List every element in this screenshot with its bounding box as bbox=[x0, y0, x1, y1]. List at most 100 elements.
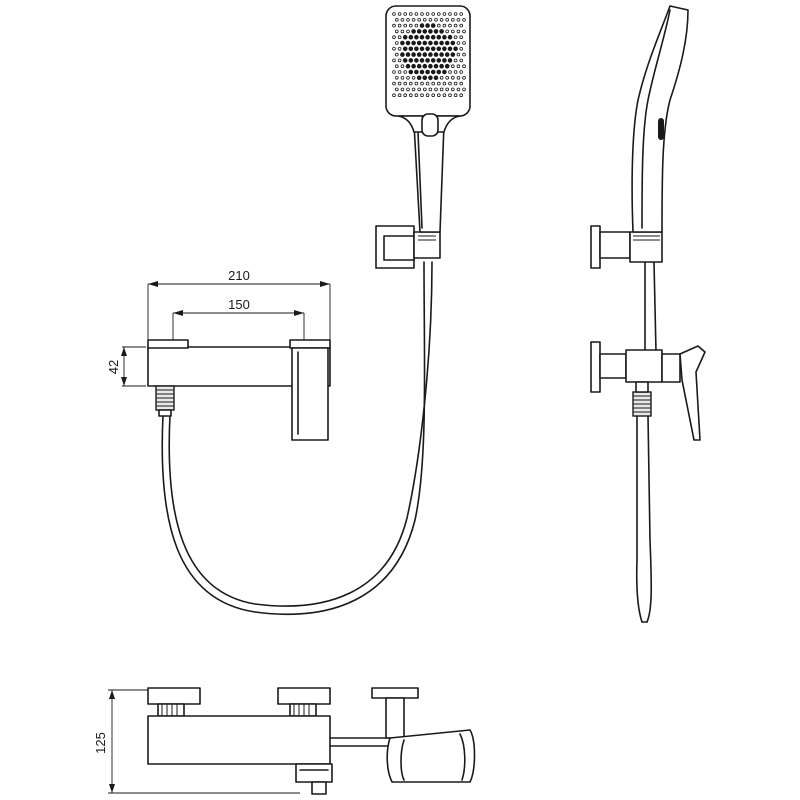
nozzle-dot bbox=[456, 76, 461, 80]
nozzle-dot bbox=[419, 23, 425, 28]
nozzle-dot bbox=[453, 46, 458, 52]
dimension-150: 150 bbox=[172, 297, 305, 345]
nozzle-dot bbox=[406, 17, 410, 22]
nozzle-dot bbox=[442, 81, 447, 86]
nozzle-dot bbox=[408, 23, 413, 28]
nozzle-dot bbox=[400, 17, 405, 22]
nozzle-dot bbox=[450, 64, 455, 68]
nozzle-dot bbox=[408, 34, 414, 40]
nozzle-dot bbox=[397, 70, 402, 74]
dimension-label-210: 210 bbox=[228, 268, 250, 283]
dimension-label-125: 125 bbox=[93, 732, 108, 754]
nozzle-dot bbox=[436, 69, 442, 75]
nozzle-dot bbox=[433, 63, 439, 69]
nozzle-dot bbox=[436, 93, 441, 97]
nozzle-dot bbox=[453, 23, 458, 28]
nozzle-dot bbox=[462, 64, 466, 68]
holder-post-bottom bbox=[385, 697, 405, 739]
nozzle-dot bbox=[405, 52, 411, 57]
nozzle-dot bbox=[448, 81, 452, 86]
dimension-label-150: 150 bbox=[228, 297, 250, 312]
nozzle-dot bbox=[416, 29, 422, 34]
wall-flange-top bbox=[590, 225, 601, 269]
nozzle-dot bbox=[442, 23, 447, 28]
nozzle-dot bbox=[456, 64, 461, 68]
nozzle-dot bbox=[400, 40, 405, 46]
nozzle-dot bbox=[416, 40, 422, 46]
nozzle-dot bbox=[400, 76, 405, 80]
nozzle-dot bbox=[433, 75, 439, 81]
nozzle-dot bbox=[422, 29, 428, 34]
nozzle-dot bbox=[439, 17, 444, 22]
nozzle-dot bbox=[402, 58, 408, 63]
nozzle-dot bbox=[397, 58, 402, 63]
nozzle-dot bbox=[411, 76, 416, 80]
nozzle-dot bbox=[397, 23, 402, 28]
nozzle-dot bbox=[433, 52, 439, 57]
nozzle-dot bbox=[425, 69, 430, 75]
nozzle-dot bbox=[442, 34, 447, 40]
nozzle-dot bbox=[422, 75, 428, 81]
nozzle-dot bbox=[453, 12, 458, 16]
nozzle-dot bbox=[456, 87, 461, 92]
nozzle-dot bbox=[419, 69, 425, 75]
nozzle-dot bbox=[405, 40, 411, 46]
nozzle-dot bbox=[459, 58, 464, 63]
nozzle-dot bbox=[444, 63, 450, 69]
nozzle-dot bbox=[422, 17, 427, 22]
nozzle-dot bbox=[439, 87, 444, 92]
nozzle-dot bbox=[459, 70, 464, 74]
nozzle-dot bbox=[462, 41, 466, 45]
nozzle-dot bbox=[436, 58, 442, 63]
nozzle-dot bbox=[411, 29, 416, 34]
nozzle-dot bbox=[459, 93, 464, 97]
nozzle-dot bbox=[403, 12, 408, 16]
nozzle-dot bbox=[431, 93, 436, 97]
nozzle-dot bbox=[414, 12, 419, 16]
nozzle-dot bbox=[431, 12, 436, 16]
nozzle-dot bbox=[411, 63, 416, 69]
nozzle-dot bbox=[392, 12, 396, 16]
nozzle-dot bbox=[436, 46, 442, 52]
nozzle-dot bbox=[450, 29, 455, 34]
nozzle-dot bbox=[456, 52, 461, 57]
dimension-42: 42 bbox=[106, 346, 146, 387]
nozzle-dot bbox=[419, 58, 425, 63]
nozzle-dot bbox=[434, 17, 438, 22]
nozzle-dot bbox=[462, 29, 466, 34]
nozzle-dot bbox=[414, 34, 419, 40]
nozzle-dot bbox=[408, 81, 413, 86]
nozzle-dot bbox=[445, 76, 450, 80]
nozzle-dot bbox=[403, 81, 408, 86]
nozzle-dot bbox=[456, 29, 461, 34]
nozzle-dot bbox=[442, 69, 447, 75]
nozzle-dot bbox=[392, 93, 396, 97]
nozzle-dot bbox=[397, 46, 402, 51]
nozzle-dot bbox=[453, 35, 458, 39]
nozzle-dot bbox=[394, 87, 399, 92]
nozzle-dot bbox=[462, 52, 466, 57]
nozzle-dot bbox=[462, 87, 466, 92]
cap-right bbox=[277, 687, 331, 705]
nozzle-dot bbox=[414, 81, 419, 86]
nozzle-dot bbox=[436, 12, 441, 16]
nozzle-dot bbox=[428, 40, 433, 46]
lever-bottom bbox=[295, 763, 333, 783]
bracket-holder bbox=[629, 231, 663, 263]
nozzle-dot bbox=[414, 46, 419, 52]
nozzle-dot bbox=[417, 17, 422, 22]
nozzle-dot bbox=[411, 17, 416, 22]
nozzle-dot bbox=[450, 40, 456, 46]
nozzle-dot bbox=[445, 17, 450, 22]
nozzle-dot bbox=[403, 23, 408, 28]
nozzle-dot bbox=[434, 87, 438, 92]
nozzle-dot bbox=[453, 81, 458, 86]
nozzle-dot bbox=[392, 35, 396, 39]
wall-bracket-front bbox=[375, 225, 441, 269]
nozzle-dot bbox=[425, 34, 430, 40]
nozzle-dot bbox=[420, 12, 424, 16]
nozzle-dot bbox=[459, 23, 464, 28]
nozzle-dot bbox=[400, 52, 405, 57]
nozzle-dot bbox=[416, 52, 422, 57]
nozzle-dot bbox=[439, 63, 444, 69]
